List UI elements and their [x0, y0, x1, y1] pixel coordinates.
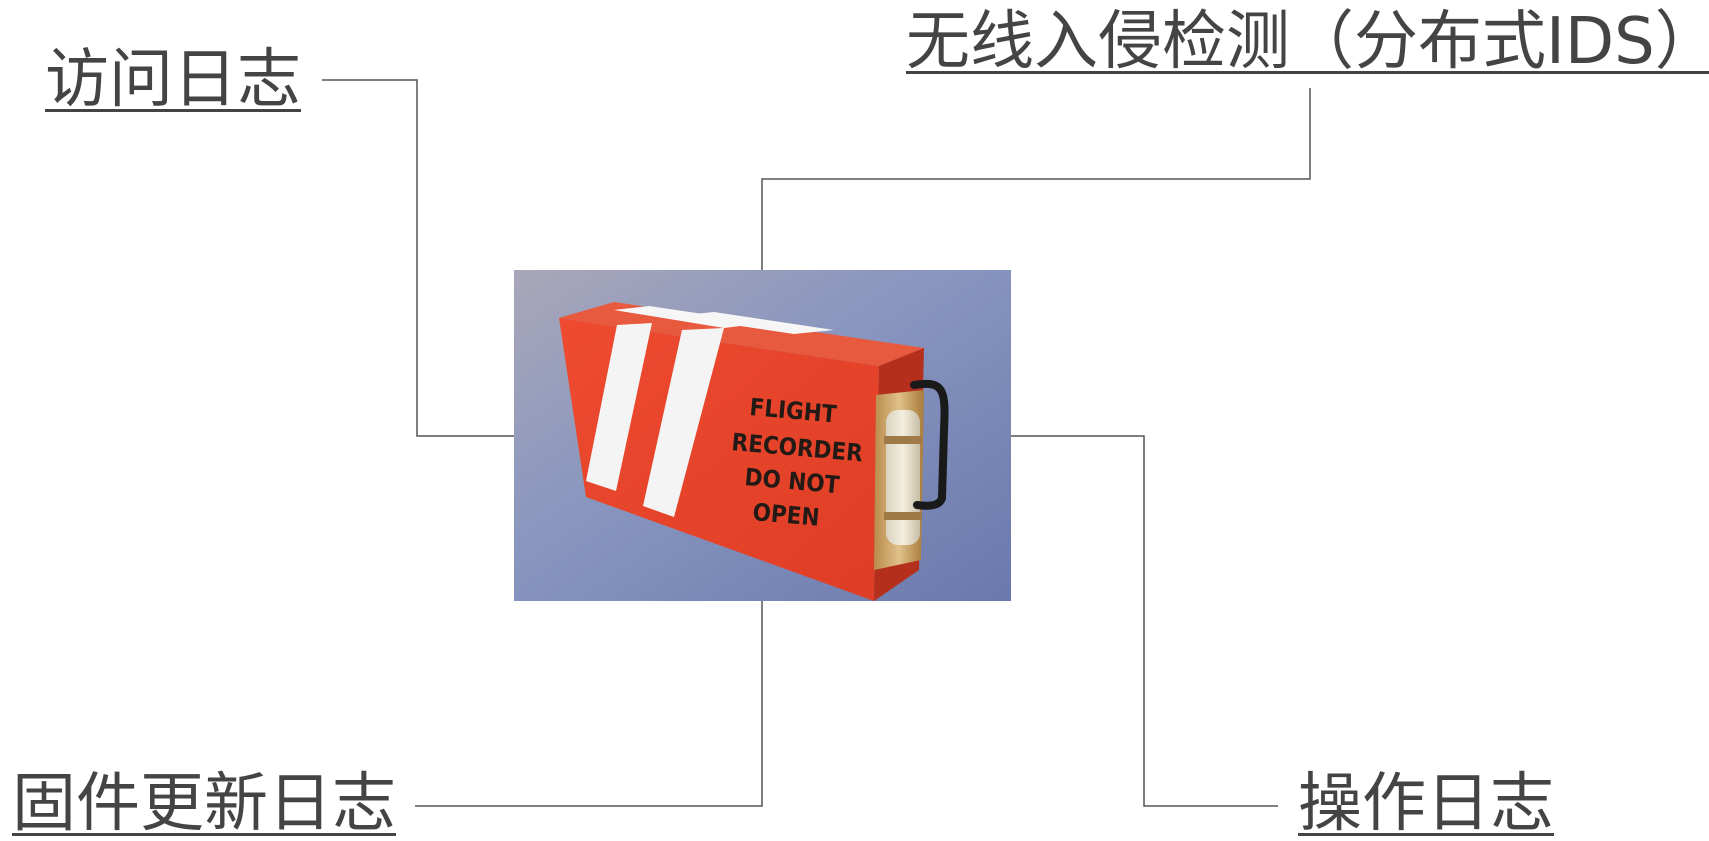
warning-line-4: OPEN: [751, 498, 820, 532]
wireless-ids-label: 无线入侵检测（分布式IDS）: [906, 5, 1709, 79]
underwater-locator-beacon: [886, 410, 920, 545]
access-log-label: 访问日志: [45, 43, 301, 117]
connector-access-log: [322, 79, 514, 437]
connector-firmware-log: [415, 601, 763, 807]
recorder-top-face: [559, 302, 924, 366]
beacon-band: [884, 512, 922, 520]
connector-operation-log: [1011, 435, 1278, 807]
connector-wireless-ids: [761, 88, 1311, 270]
operation-log-label: 操作日志: [1298, 767, 1554, 841]
flight-recorder-image: FLIGHT RECORDER DO NOT OPEN: [514, 270, 1011, 601]
recorder-front-face: [559, 318, 879, 601]
recorder-stripe: [643, 328, 724, 517]
firmware-update-log-label: 固件更新日志: [12, 767, 396, 841]
recorder-stripe: [586, 323, 652, 491]
beacon-band: [884, 436, 922, 444]
recorder-top-stripe: [674, 312, 834, 334]
carry-handle: [910, 379, 949, 510]
